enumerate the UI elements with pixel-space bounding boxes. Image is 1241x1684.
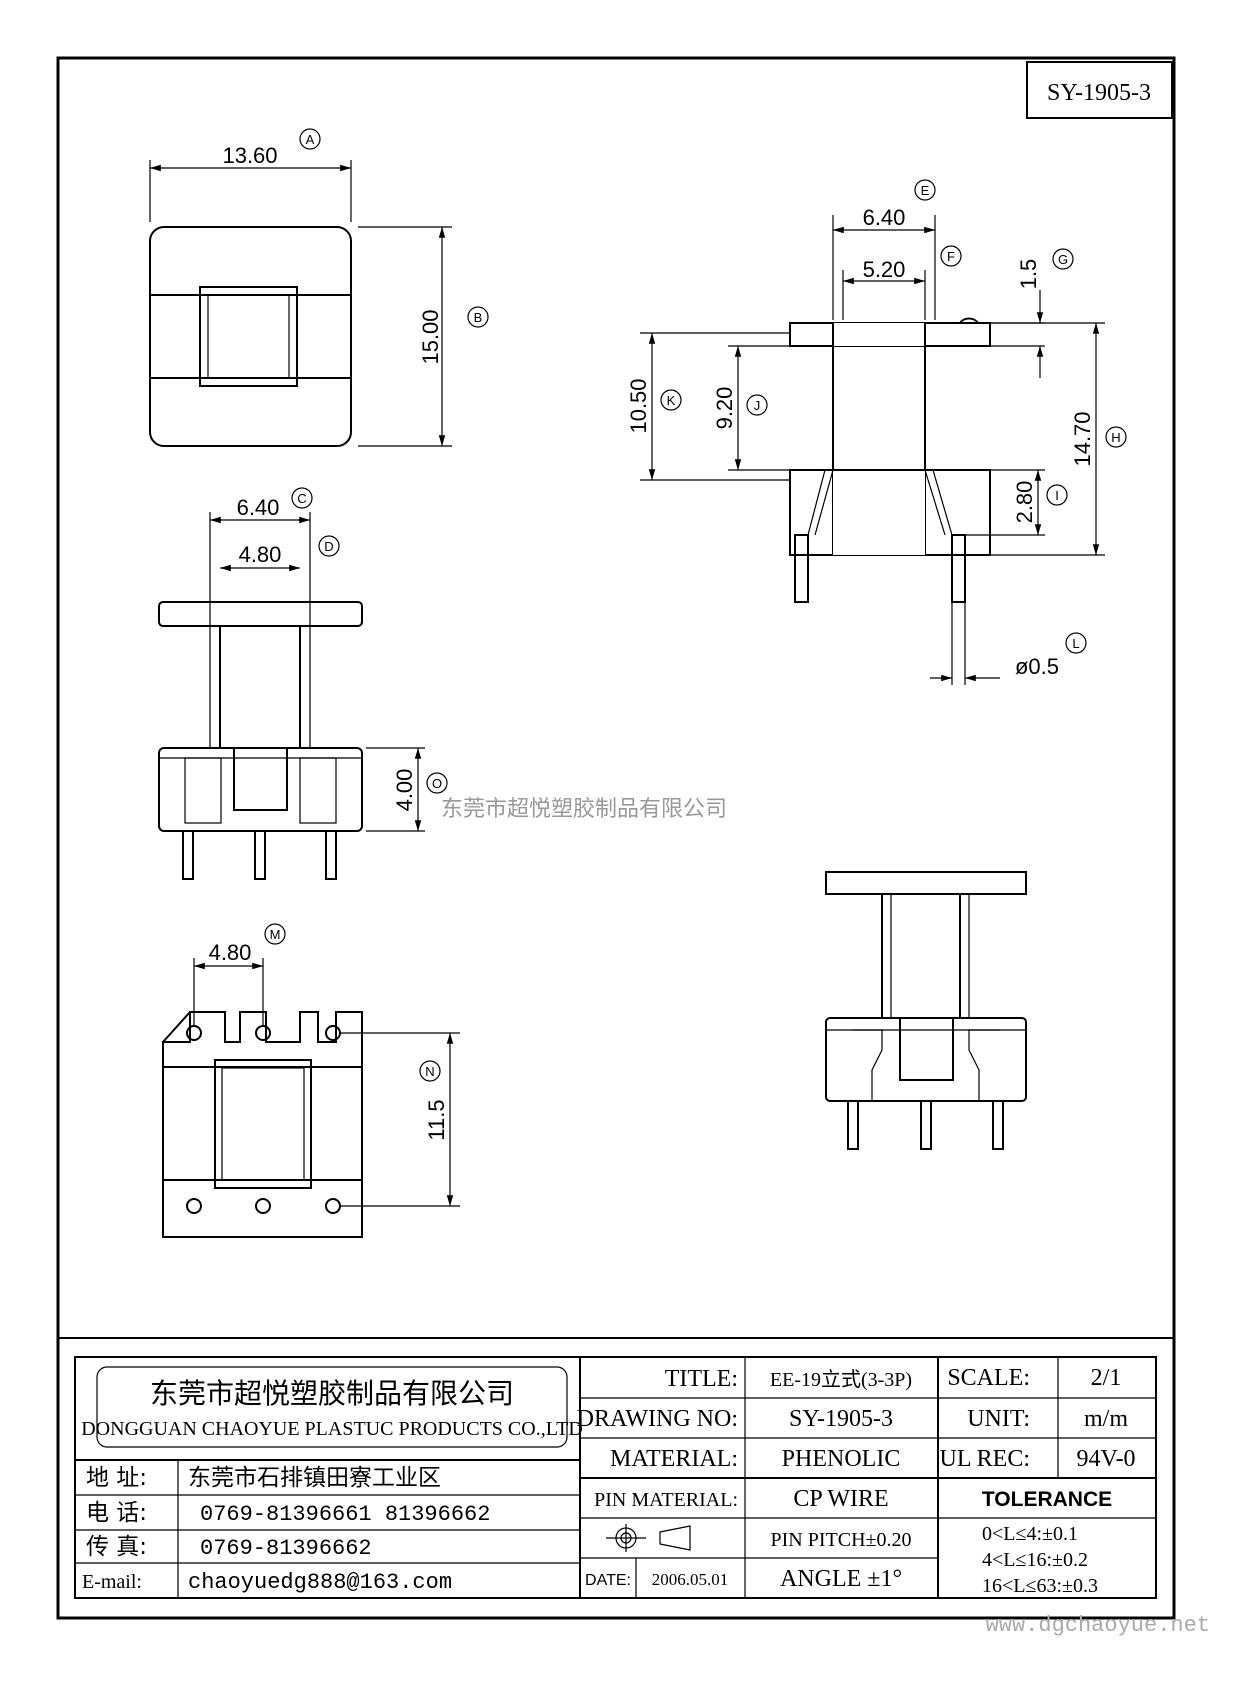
callout-i: I: [1046, 484, 1068, 506]
dim-d-value: 4.80: [239, 542, 282, 567]
svg-text:K: K: [667, 393, 676, 408]
dimension-callouts: A B C D O M N E F G K J H I L: [264, 128, 1127, 1082]
svg-text:SY-1905-3: SY-1905-3: [1047, 80, 1151, 106]
callout-h: H: [1105, 426, 1127, 448]
top-view-square: 13.60 15.00: [149, 143, 452, 447]
dim-j-value: 9.20: [712, 387, 737, 430]
callout-b: B: [467, 306, 489, 328]
svg-text:D: D: [324, 539, 333, 554]
phone-value: 0769-81396661 81396662: [200, 1502, 490, 1527]
callout-f: F: [940, 245, 962, 267]
dim-l-value: ø0.5: [1015, 654, 1059, 679]
callout-c: C: [291, 487, 313, 509]
callout-g: G: [1052, 248, 1074, 270]
svg-text:F: F: [947, 249, 955, 264]
sheet-border: [56, 56, 1176, 1620]
angle-text: ANGLE ±1°: [780, 1566, 902, 1592]
company-logo-frame: [96, 1366, 568, 1448]
email-value: chaoyuedg888@163.com: [188, 1570, 452, 1595]
callout-e: E: [914, 179, 936, 201]
phone-label: 电 话:: [86, 1500, 147, 1526]
svg-text:J: J: [754, 398, 761, 413]
svg-text:L: L: [1072, 636, 1079, 651]
company-name-en: DONGGUAN CHAOYUE PLASTUC PRODUCTS CO.,LT…: [81, 1418, 583, 1440]
callout-j: J: [746, 394, 768, 416]
drawing-no-value: SY-1905-3: [789, 1406, 893, 1432]
callout-m: M: [264, 923, 286, 945]
dim-f-value: 5.20: [863, 257, 906, 282]
pin-material-label: PIN MATERIAL:: [594, 1489, 738, 1511]
dim-h-value: 14.70: [1070, 411, 1095, 466]
svg-text:A: A: [306, 132, 315, 147]
title-label: TITLE:: [665, 1366, 738, 1392]
company-name-cn: 东莞市超悦塑胶制品有限公司: [150, 1377, 514, 1410]
dim-e-value: 6.40: [863, 205, 906, 230]
title-block: 东莞市超悦塑胶制品有限公司 DONGGUAN CHAOYUE PLASTUC P…: [74, 1356, 1157, 1599]
svg-text:E: E: [921, 183, 930, 198]
unit-label: UNIT:: [967, 1406, 1030, 1432]
fax-label: 传 真:: [86, 1534, 147, 1560]
scale-label: SCALE:: [947, 1365, 1030, 1391]
callout-n: N: [419, 1060, 441, 1082]
unit-value: m/m: [1084, 1406, 1128, 1432]
svg-text:B: B: [474, 310, 483, 325]
callout-l: L: [1065, 632, 1087, 654]
svg-text:M: M: [270, 927, 281, 942]
tolerance-row: 0<L≤4:±0.1: [982, 1523, 1078, 1545]
tolerance-row: 16<L≤63:±0.3: [982, 1575, 1098, 1597]
dim-b-value: 15.00: [418, 309, 443, 364]
callout-k: K: [660, 389, 682, 411]
front-view-2: [825, 871, 1027, 1150]
side-section-view: 6.40 5.20 1.5 14.70 2.80 10.50 9.20: [626, 205, 1105, 685]
material-value: PHENOLIC: [782, 1446, 901, 1472]
svg-text:C: C: [297, 491, 306, 506]
drawing-no-label: DRAWING NO:: [577, 1406, 738, 1432]
ul-rec-value: 94V-0: [1076, 1446, 1135, 1472]
callout-a: A: [299, 128, 321, 150]
front-view: 6.40 4.80 4.00: [158, 495, 425, 880]
svg-text:N: N: [425, 1064, 434, 1079]
svg-text:G: G: [1058, 252, 1068, 267]
svg-text:H: H: [1111, 430, 1120, 445]
bottom-view: 4.80 11.5: [162, 940, 460, 1238]
dim-c-value: 6.40: [237, 495, 280, 520]
watermark-text: 东莞市超悦塑胶制品有限公司: [441, 797, 727, 822]
email-label: E-mail:: [82, 1571, 142, 1593]
title-value: EE-19立式(3-3P): [770, 1368, 912, 1391]
pin-material-value: CP WIRE: [793, 1486, 888, 1512]
date-value: 2006.05.01: [652, 1570, 729, 1589]
website-text: www.dgchaoyue.net: [986, 1613, 1210, 1638]
dim-o-value: 4.00: [392, 769, 417, 812]
pin-pitch-text: PIN PITCH±0.20: [771, 1529, 912, 1551]
fax-value: 0769-81396662: [200, 1536, 372, 1561]
projection-symbol: [606, 1524, 691, 1552]
dim-k-value: 10.50: [626, 378, 651, 433]
dim-n-value: 11.5: [424, 1099, 449, 1140]
dim-a-value: 13.60: [222, 143, 277, 168]
tolerance-row: 4<L≤16:±0.2: [982, 1549, 1088, 1571]
address-value: 东莞市石排镇田寮工业区: [188, 1465, 441, 1491]
dim-g-value: 1.5: [1016, 259, 1041, 290]
drawing-number-box: SY-1905-3: [1026, 61, 1173, 119]
dim-i-value: 2.80: [1012, 481, 1037, 524]
tolerance-label: TOLERANCE: [982, 1488, 1112, 1511]
callout-o: O: [426, 772, 448, 794]
svg-text:I: I: [1055, 488, 1059, 503]
material-label: MATERIAL:: [610, 1446, 738, 1472]
callout-d: D: [318, 535, 340, 557]
scale-value: 2/1: [1091, 1365, 1122, 1391]
address-label: 地 址:: [86, 1465, 147, 1491]
dim-m-value: 4.80: [209, 940, 252, 965]
ul-rec-label: UL REC:: [940, 1446, 1030, 1472]
svg-text:O: O: [432, 776, 442, 791]
date-label: DATE:: [585, 1572, 631, 1589]
